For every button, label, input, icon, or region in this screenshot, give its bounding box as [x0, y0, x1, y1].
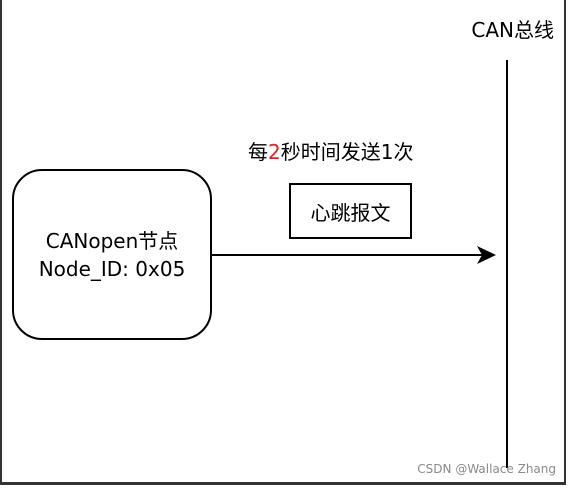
- node-name: CANopen节点: [45, 228, 179, 253]
- rate-number: 2: [268, 140, 281, 164]
- node-id: Node_ID: 0x05: [38, 256, 186, 281]
- send-rate-label: 每2秒时间发送1次: [248, 136, 413, 165]
- rate-prefix: 每: [248, 140, 268, 164]
- can-bus-label: CAN总线: [471, 18, 554, 42]
- csdn-watermark: CSDN @Wallace Zhang: [417, 462, 556, 476]
- rate-suffix: 秒时间发送1次: [280, 140, 414, 164]
- heartbeat-arrow-head: [477, 246, 496, 264]
- canopen-node-box: CANopen节点 Node_ID: 0x05: [12, 169, 212, 340]
- heartbeat-message-box: 心跳报文: [289, 183, 412, 239]
- heartbeat-message-label: 心跳报文: [310, 200, 391, 225]
